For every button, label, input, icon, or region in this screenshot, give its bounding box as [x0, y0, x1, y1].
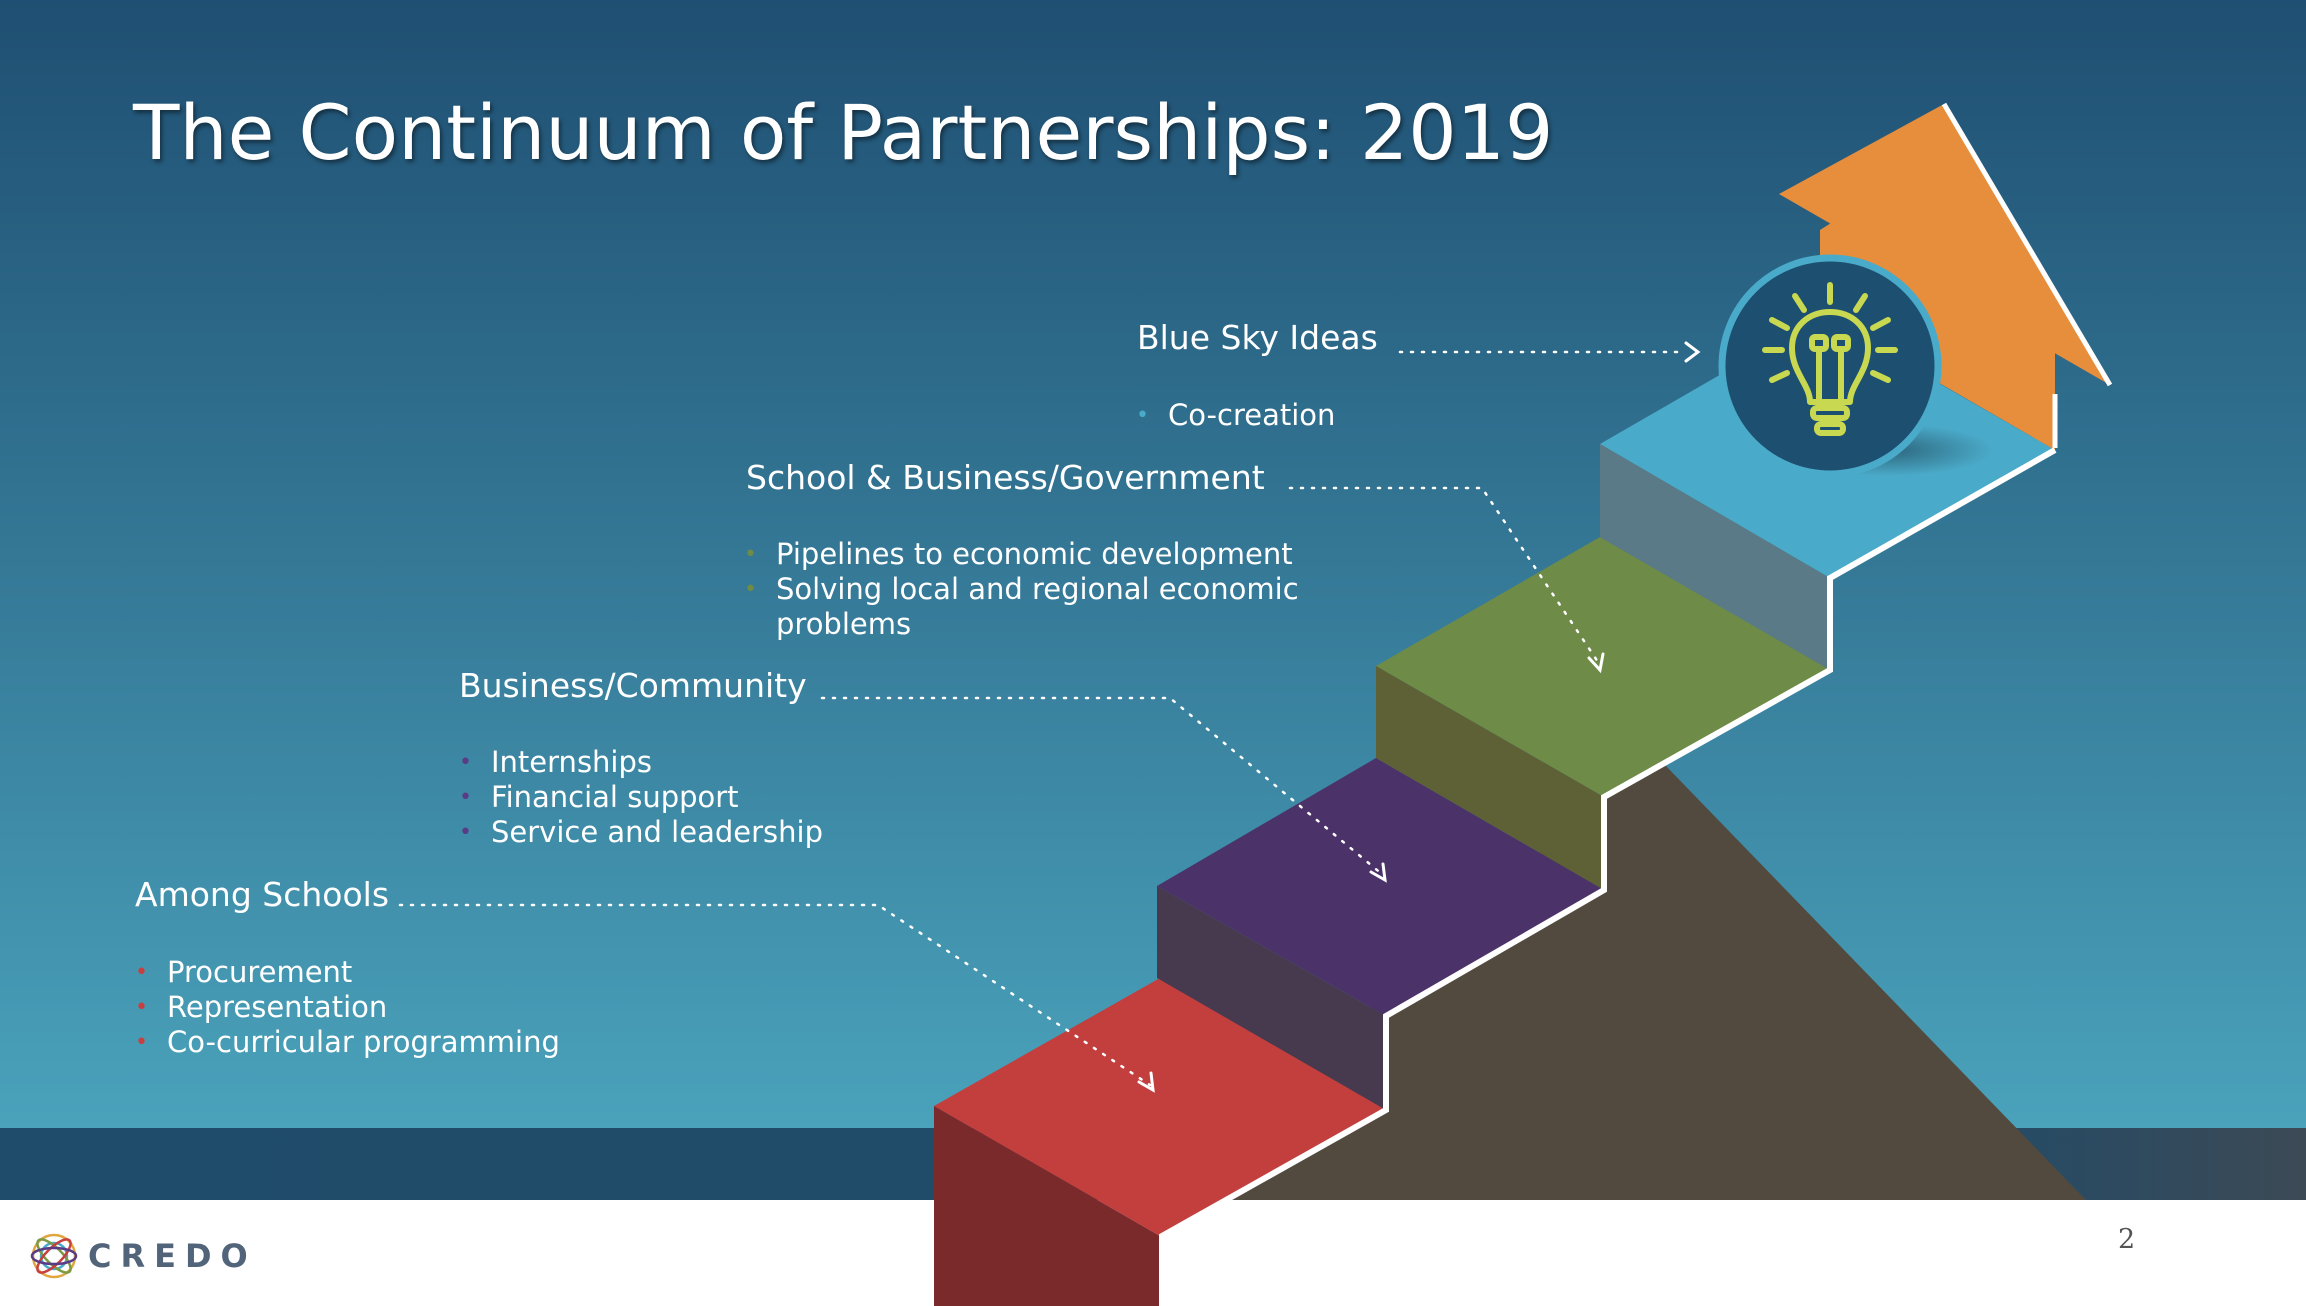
step-purple-front: [1157, 886, 1386, 1110]
lightbulb-icon: [1762, 282, 1898, 436]
heading-blue-sky: Blue Sky Ideas: [1137, 318, 1378, 357]
list-item: Pipelines to economic development: [744, 537, 1344, 572]
bullets-business-community: Internships Financial support Service an…: [459, 745, 823, 850]
list-item: Internships: [459, 745, 823, 780]
credo-logo-icon: [30, 1233, 78, 1279]
slide-title: The Continuum of Partnerships: 2019: [133, 88, 1554, 177]
mountain-shape: [1160, 765, 2086, 1200]
list-item: Solving local and regional economic prob…: [744, 572, 1344, 642]
bullets-among-schools: Procurement Representation Co-curricular…: [135, 955, 560, 1060]
arrowhead-business-community: [1369, 862, 1387, 883]
connector-arrowheads: [1137, 341, 1701, 1093]
heading-among-schools: Among Schools: [135, 875, 390, 914]
connector-among-schools: [398, 903, 1152, 1087]
bulb-disc: [1718, 254, 1942, 478]
connector-lines: [398, 350, 1688, 1087]
heading-school-business: School & Business/Government: [746, 458, 1265, 497]
list-item: Financial support: [459, 780, 823, 815]
step-blue-front: [1600, 444, 1830, 670]
step-red-front: [934, 1106, 1160, 1306]
arrowhead-school-business: [1587, 652, 1605, 674]
list-item: Representation: [135, 990, 560, 1025]
heading-business-community: Business/Community: [459, 666, 807, 705]
staircase-outline: [1159, 447, 2057, 1306]
arrowhead-blue-sky: [1684, 341, 1701, 363]
page-number: 2: [2118, 1224, 2136, 1255]
step-green-front: [1376, 666, 1604, 890]
credo-logo-text: CREDO: [88, 1237, 257, 1275]
bullets-school-business: Pipelines to economic development Solvin…: [744, 537, 1344, 642]
list-item: Procurement: [135, 955, 560, 990]
list-item: Co-creation: [1136, 398, 1335, 433]
list-item: Co-curricular programming: [135, 1025, 560, 1060]
bullets-blue-sky: Co-creation: [1136, 398, 1335, 433]
list-item: Service and leadership: [459, 815, 823, 850]
arrowhead-among-schools: [1137, 1071, 1155, 1093]
